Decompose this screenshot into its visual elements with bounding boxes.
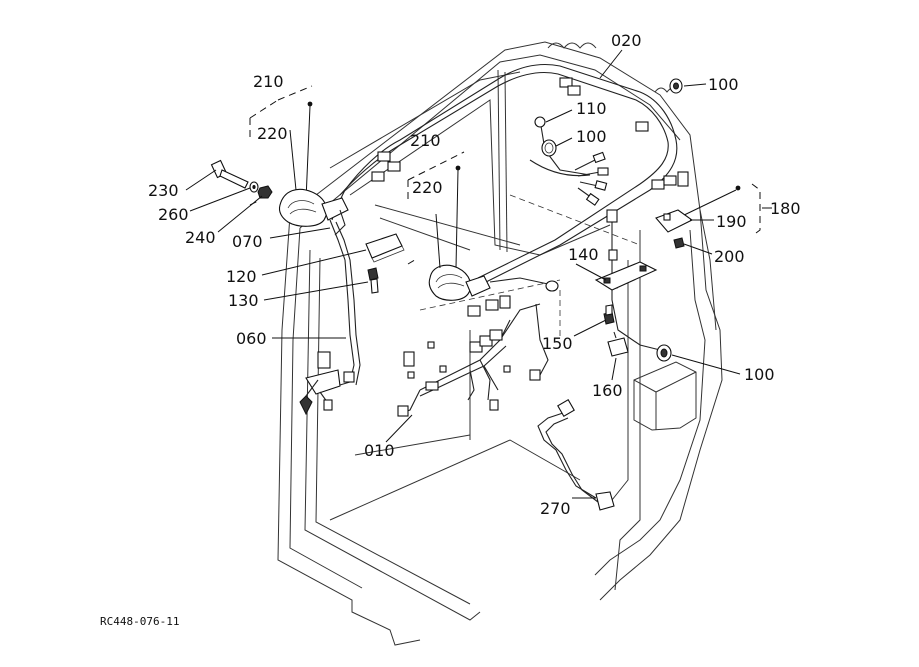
part-labels: 020 100 110 100 210 220 230 260 240 070 … xyxy=(148,31,801,518)
diagram-ref-code: RC448-076-11 xyxy=(100,615,179,628)
center-work-light-assembly xyxy=(407,151,559,301)
label-240: 240 xyxy=(185,228,216,247)
label-230: 230 xyxy=(148,181,179,200)
label-160: 160 xyxy=(592,381,623,400)
label-020: 020 xyxy=(611,31,642,50)
main-harness xyxy=(331,63,689,351)
label-180: 180 xyxy=(770,199,801,218)
right-marker-dot xyxy=(735,185,741,191)
label-210-center: 210 xyxy=(410,131,441,150)
label-140: 140 xyxy=(568,245,599,264)
label-060: 060 xyxy=(236,329,267,348)
floor-harness xyxy=(385,295,549,443)
center-light-marker-dot xyxy=(455,165,461,171)
label-210-left: 210 xyxy=(253,72,284,91)
cab-frame xyxy=(277,41,723,646)
label-010: 010 xyxy=(364,441,395,460)
label-220-left: 220 xyxy=(257,124,288,143)
label-220-center: 220 xyxy=(412,178,443,197)
label-200: 200 xyxy=(714,247,745,266)
label-260: 260 xyxy=(158,205,189,224)
left-light-marker-dot xyxy=(307,101,313,107)
upper-grommets xyxy=(534,49,707,157)
label-120: 120 xyxy=(226,267,257,286)
label-150: 150 xyxy=(542,334,573,353)
label-130: 130 xyxy=(228,291,259,310)
label-190: 190 xyxy=(716,212,747,231)
label-100-upper: 100 xyxy=(576,127,607,146)
sensor-harness xyxy=(537,399,615,511)
left-work-light-assembly xyxy=(185,85,349,239)
label-270: 270 xyxy=(540,499,571,518)
label-110: 110 xyxy=(576,99,607,118)
left-pillar-harness xyxy=(261,219,405,416)
label-070: 070 xyxy=(232,232,263,251)
label-100-lower: 100 xyxy=(744,365,775,384)
right-side-parts xyxy=(573,183,772,381)
label-100-top: 100 xyxy=(708,75,739,94)
